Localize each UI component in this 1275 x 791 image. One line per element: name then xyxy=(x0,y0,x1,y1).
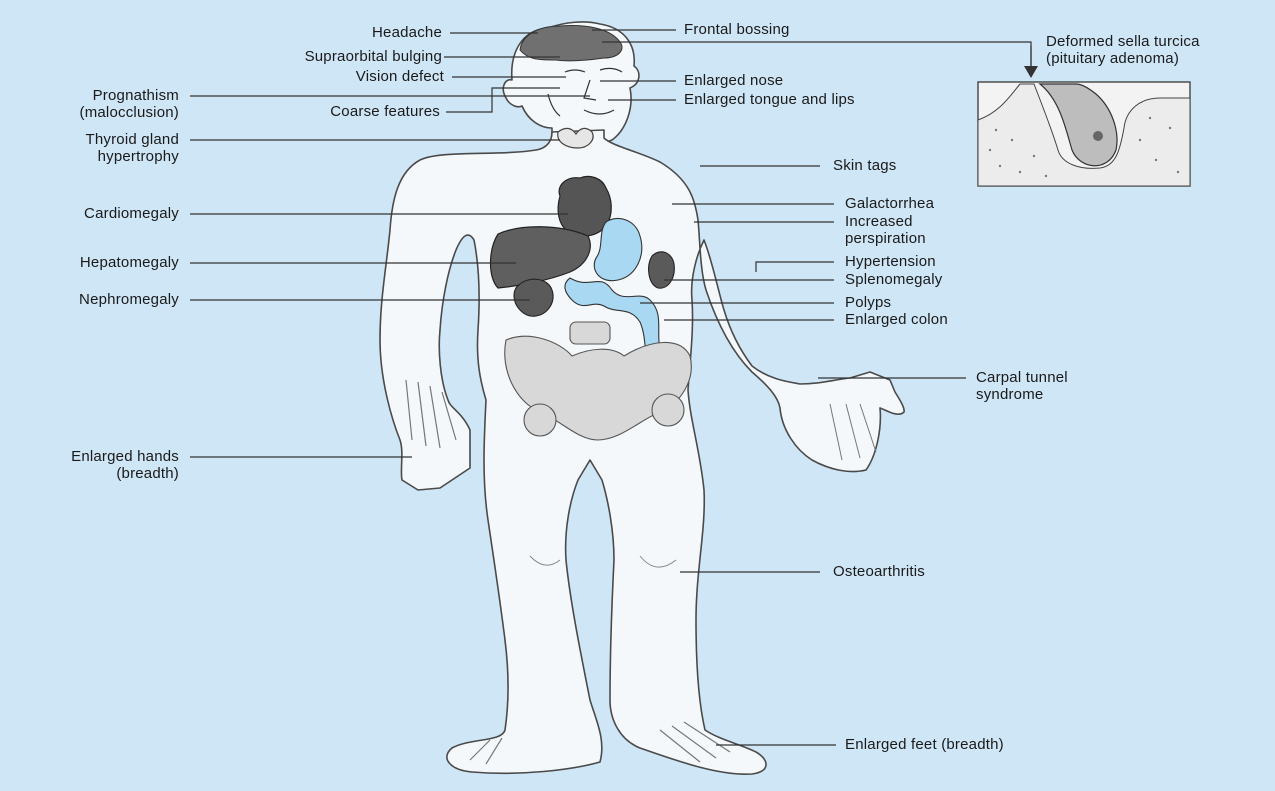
leader-hypertension xyxy=(756,262,834,272)
label-thyroid-hypertrophy: Thyroid gland hypertrophy xyxy=(86,131,180,165)
label-frontal-bossing: Frontal bossing xyxy=(684,21,790,38)
label-increased-perspiration: Increased perspiration xyxy=(845,213,926,247)
label-enlarged-tongue-lips: Enlarged tongue and lips xyxy=(684,91,855,108)
label-cardiomegaly: Cardiomegaly xyxy=(84,205,179,222)
label-supraorbital-bulging: Supraorbital bulging xyxy=(305,48,442,65)
label-splenomegaly: Splenomegaly xyxy=(845,271,942,288)
label-enlarged-nose: Enlarged nose xyxy=(684,72,783,89)
label-prognathism: Prognathism (malocclusion) xyxy=(80,87,180,121)
label-enlarged-colon: Enlarged colon xyxy=(845,311,948,328)
label-coarse-features: Coarse features xyxy=(330,103,440,120)
torso-outline xyxy=(380,130,904,774)
label-hypertension: Hypertension xyxy=(845,253,936,270)
sella-turcica-inset xyxy=(978,46,1190,186)
spleen-icon xyxy=(649,252,675,288)
label-sella-turcica: Deformed sella turcica (pituitary adenom… xyxy=(1046,33,1200,67)
label-hepatomegaly: Hepatomegaly xyxy=(80,254,179,271)
leader-sella xyxy=(602,42,1031,46)
label-headache: Headache xyxy=(372,24,442,41)
label-enlarged-feet: Enlarged feet (breadth) xyxy=(845,736,1004,753)
label-galactorrhea: Galactorrhea xyxy=(845,195,934,212)
label-vision-defect: Vision defect xyxy=(356,68,444,85)
label-skin-tags: Skin tags xyxy=(833,157,897,174)
label-carpal-tunnel: Carpal tunnel syndrome xyxy=(976,369,1068,403)
label-osteoarthritis: Osteoarthritis xyxy=(833,563,925,580)
label-polyps: Polyps xyxy=(845,294,891,311)
label-enlarged-hands: Enlarged hands (breadth) xyxy=(71,448,179,482)
label-nephromegaly: Nephromegaly xyxy=(79,291,179,308)
